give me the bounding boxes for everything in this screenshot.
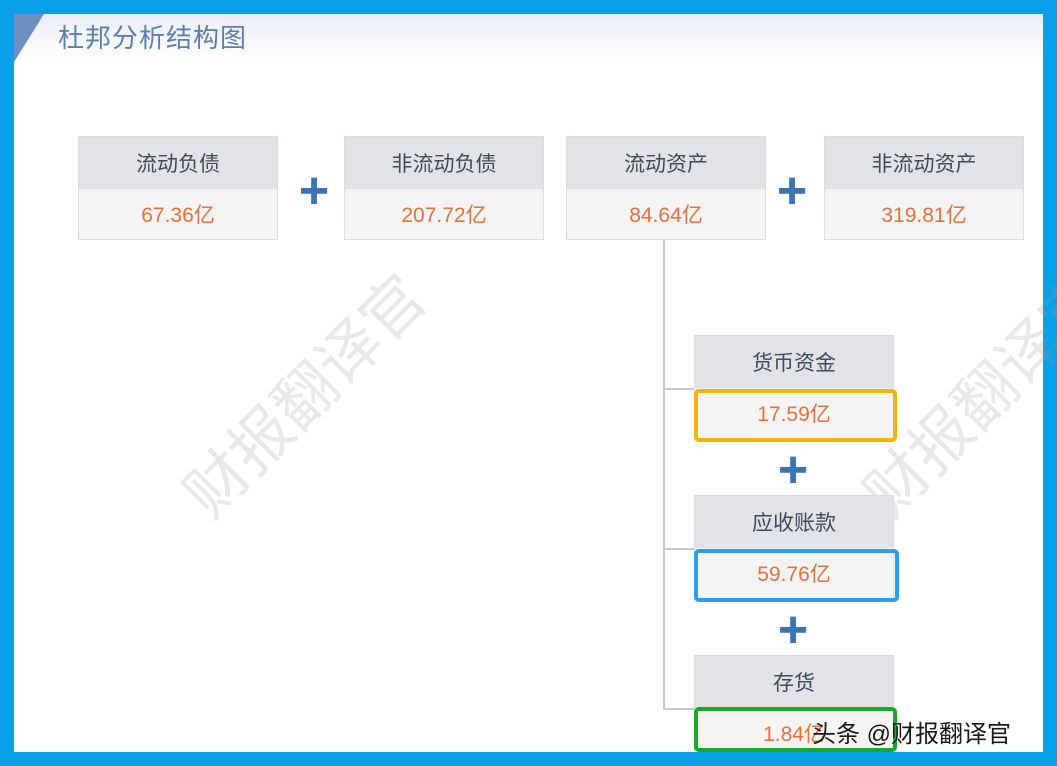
connector-branch xyxy=(663,388,695,390)
connector-trunk xyxy=(663,240,665,710)
connector-branch xyxy=(663,548,695,550)
node-value: 1.84亿 xyxy=(763,723,825,746)
plus-operator: + xyxy=(776,162,808,220)
highlight-box-receivables xyxy=(694,549,899,602)
node-value: 59.76亿 xyxy=(757,563,831,586)
connector-branch xyxy=(663,708,695,710)
node-value: 207.72亿 xyxy=(401,204,487,227)
frame-bottom-edge xyxy=(0,752,1057,766)
title-bar xyxy=(14,14,1043,62)
highlight-box-inventory xyxy=(694,707,897,752)
diagram-title: 杜邦分析结构图 xyxy=(58,23,248,53)
node-receivables: 应收账款 59.76亿 xyxy=(694,495,894,599)
plus-operator: + xyxy=(298,162,330,220)
plus-operator: + xyxy=(777,601,809,659)
source-tag: 头条 @财报翻译官 xyxy=(812,721,1012,748)
node-label: 应收账款 xyxy=(695,496,893,548)
node-value: 17.59亿 xyxy=(757,403,831,426)
node-cash: 货币资金 17.59亿 xyxy=(694,335,894,439)
node-label: 流动负债 xyxy=(79,137,277,189)
node-value: 319.81亿 xyxy=(881,204,967,227)
node-label: 非流动资产 xyxy=(825,137,1023,189)
node-noncurrent-assets: 非流动资产 319.81亿 xyxy=(824,136,1024,240)
node-noncurrent-liabilities: 非流动负债 207.72亿 xyxy=(344,136,544,240)
plus-operator: + xyxy=(777,441,809,499)
node-label: 流动资产 xyxy=(567,137,765,189)
node-value: 67.36亿 xyxy=(141,204,215,227)
node-label: 货币资金 xyxy=(695,336,893,388)
node-value: 84.64亿 xyxy=(629,204,703,227)
node-current-assets: 流动资产 84.64亿 xyxy=(566,136,766,240)
highlight-box-cash xyxy=(694,389,897,442)
node-label: 存货 xyxy=(695,656,893,708)
node-label: 非流动负债 xyxy=(345,137,543,189)
node-current-liabilities: 流动负债 67.36亿 xyxy=(78,136,278,240)
